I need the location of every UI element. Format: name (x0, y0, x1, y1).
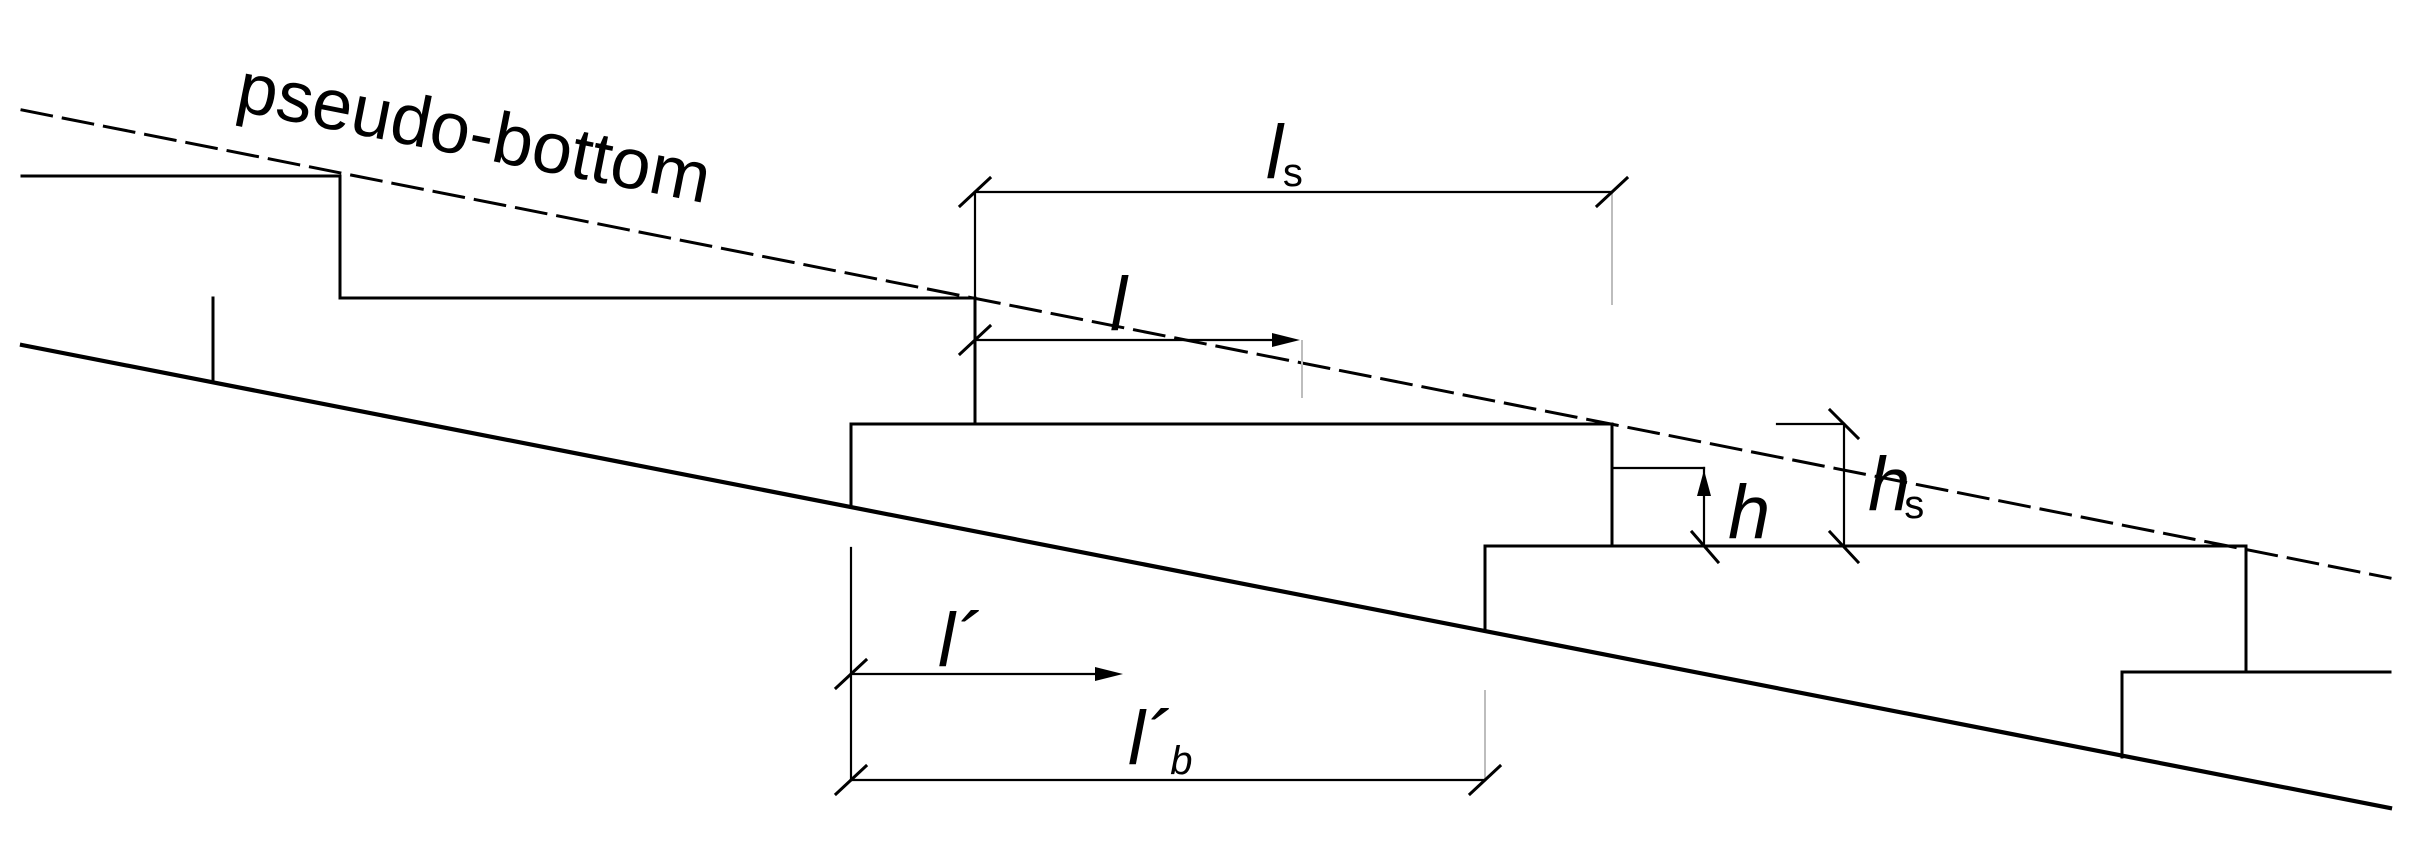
h-label: h (1728, 470, 1770, 555)
step-profile-4 (2120, 670, 2392, 759)
lprime-b-dimension (833, 690, 1503, 797)
l-dimension (957, 323, 1303, 398)
step-profile-2 (849, 422, 1614, 548)
pseudo-bottom-line (20, 108, 2392, 580)
ls-label: ls (1266, 110, 1303, 195)
hs-label-main: h (1868, 442, 1910, 527)
hs-label: hs (1868, 442, 1924, 527)
ls-dimension (957, 175, 1630, 305)
lprime-dimension (833, 546, 1123, 782)
lprime-label: l´ (938, 598, 980, 683)
ls-label-main: l (1266, 110, 1285, 195)
ls-label-sub: s (1283, 151, 1303, 195)
lprime-b-label-main: l´ (1128, 696, 1170, 781)
l-label: l (1110, 262, 1129, 347)
h-dimension (1610, 466, 1721, 565)
step-profile-3 (1483, 544, 2248, 674)
hs-dimension (1775, 407, 1861, 565)
hs-label-sub: s (1904, 483, 1924, 527)
lprime-b-label-sub: b (1170, 739, 1192, 783)
bed-slope-line (19, 342, 2393, 811)
step-profile-1 (20, 174, 977, 426)
pseudo-bottom-label: pseudo-bottom (231, 47, 718, 219)
lprime-b-label: l´b (1128, 696, 1192, 783)
